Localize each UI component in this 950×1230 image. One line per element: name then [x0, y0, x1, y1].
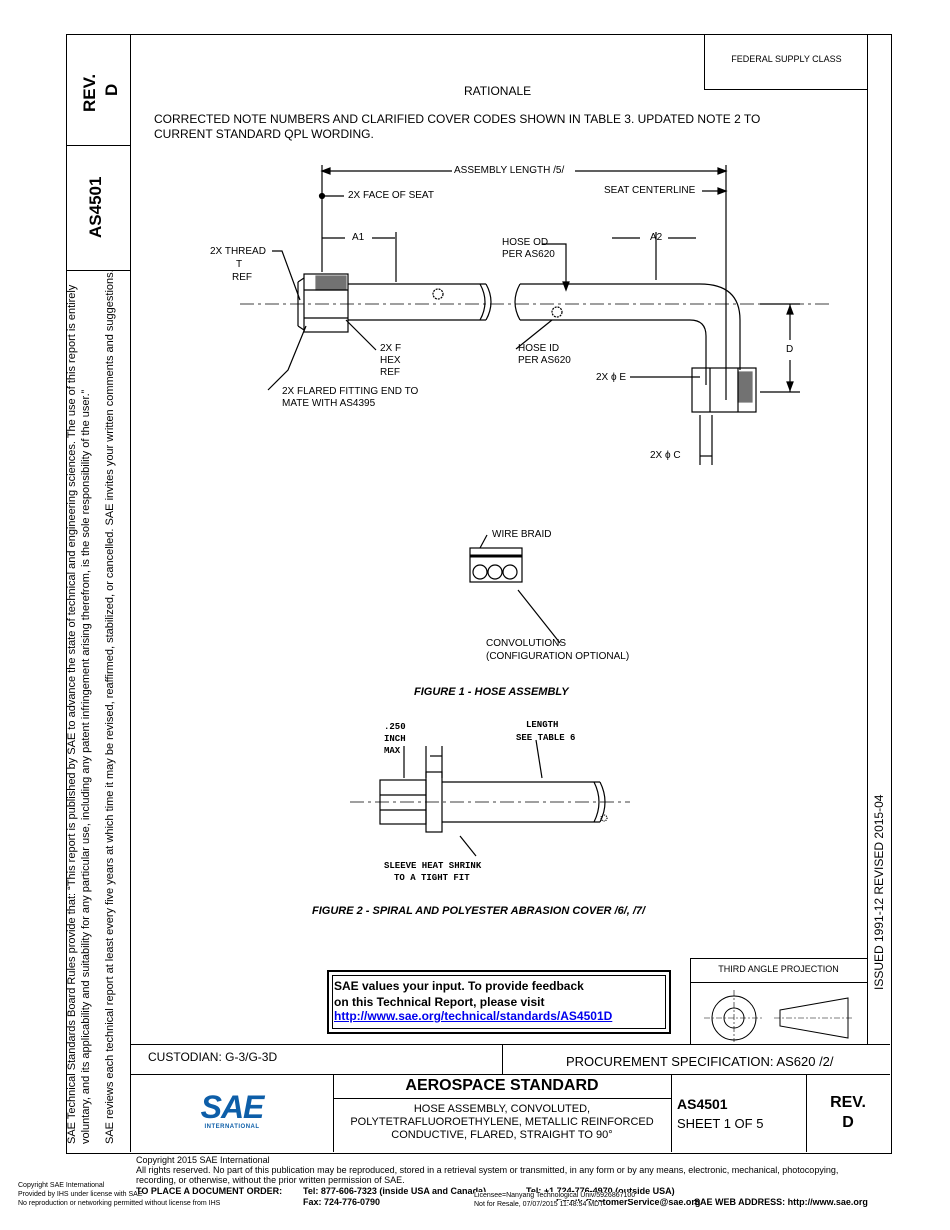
length-label-1: LENGTH — [526, 720, 559, 730]
projection-divider — [690, 982, 867, 983]
footer-tel-outside: Tel: +1 724-776-4970 (outside USA) — [526, 1186, 675, 1196]
dim-d-label: D — [786, 344, 794, 355]
figure2-caption: FIGURE 2 - SPIRAL AND POLYESTER ABRASION… — [312, 905, 646, 917]
flared-label-2: MATE WITH AS4395 — [282, 398, 376, 409]
feedback-box — [327, 970, 671, 1034]
footer-rights-line1: All rights reserved. No part of this pub… — [136, 1165, 839, 1175]
seat-centerline-label: SEAT CENTERLINE — [604, 185, 696, 196]
rules-text-line3: SAE reviews each technical report at lea… — [104, 269, 116, 1144]
sleeve-label-1: SLEEVE HEAT SHRINK — [384, 861, 482, 871]
title-divider — [671, 1074, 672, 1152]
hex-label-2: HEX — [380, 355, 401, 366]
issued-revised-vertical: ISSUED 1991-12 REVISED 2015-04 — [872, 794, 886, 990]
left-cell-divider-2 — [66, 270, 130, 271]
licensee-line2: Not for Resale, 07/07/2015 11:48:54 MDT — [474, 1201, 604, 1208]
hose-id-label-1: HOSE ID — [518, 343, 560, 354]
sheet-label: SHEET 1 OF 5 — [677, 1116, 764, 1131]
feedback-link[interactable]: http://www.sae.org/technical/standards/A… — [334, 1009, 613, 1023]
footer-email: Email: CustomerService@sae.org — [556, 1197, 701, 1207]
footer-copyright: Copyright 2015 SAE International — [136, 1155, 270, 1165]
title-line2: POLYTETRAFLUOROETHYLENE, METALLIC REINFO… — [350, 1116, 654, 1128]
left-cell-divider-1 — [66, 145, 130, 146]
hose-id-label-2: PER AS620 — [518, 355, 571, 366]
feedback-line1: SAE values your input. To provide feedba… — [334, 979, 584, 993]
wire-braid-label: WIRE BRAID — [492, 529, 552, 540]
footer-order-label: TO PLACE A DOCUMENT ORDER: — [136, 1186, 283, 1196]
figure2-drawing — [350, 739, 630, 857]
assembly-length-label: ASSEMBLY LENGTH /5/ — [454, 165, 565, 176]
custodian-procurement-divider — [502, 1044, 503, 1074]
footer-rights-line2: recording, or otherwise, without the pri… — [136, 1175, 405, 1185]
sae-logo: SAE INTERNATIONAL — [200, 1089, 265, 1130]
footer-tel: Tel: 877-606-7323 (inside USA and Canada… — [303, 1186, 487, 1196]
procurement-label: PROCUREMENT SPECIFICATION: AS620 /2/ — [566, 1054, 834, 1069]
hex-label-1: 2X F — [380, 343, 402, 354]
rules-text-line1: SAE Technical Standards Board Rules prov… — [66, 284, 78, 1144]
length-label-2: SEE TABLE 6 — [516, 733, 576, 743]
title-block-top-rule — [130, 1044, 890, 1045]
sleeve-label-2: TO A TIGHT FIT — [394, 873, 470, 883]
title-rev-value: D — [842, 1114, 854, 1131]
projection-box — [690, 958, 868, 1045]
left-column-divider — [130, 34, 131, 1152]
federal-supply-class-label: FEDERAL SUPPLY CLASS — [731, 54, 842, 64]
a2-label: A2 — [650, 232, 663, 243]
dia-e-label: 2X ϕ E — [596, 372, 627, 383]
rev-divider — [806, 1074, 807, 1152]
rev-value-vertical: D — [102, 83, 121, 96]
custodian-label: CUSTODIAN: G-3/G-3D — [148, 1050, 278, 1064]
page-frame — [66, 34, 892, 1154]
rationale-title: RATIONALE — [464, 84, 532, 98]
rev-label-vertical: REV. — [80, 73, 99, 112]
ihs-line3: No reproduction or networking permitted … — [18, 1200, 221, 1207]
licensee-line1: Licensee=Nanyang Technological Univ/5926… — [474, 1192, 636, 1199]
hex-label-3: REF — [380, 367, 400, 378]
dia-c-label: 2X ϕ C — [650, 450, 681, 461]
title-rev-label: REV. — [830, 1094, 866, 1111]
thread-label-1: 2X THREAD — [210, 246, 266, 257]
title-line3: CONDUCTIVE, FLARED, STRAIGHT TO 90° — [391, 1129, 613, 1141]
projection-symbol — [704, 990, 854, 1042]
a1-label: A1 — [352, 232, 365, 243]
federal-supply-class-box — [704, 34, 868, 90]
standard-type: AEROSPACE STANDARD — [405, 1077, 599, 1094]
feedback-line2: on this Technical Report, please visit — [334, 995, 545, 1009]
title-doc-number: AS4501 — [677, 1096, 728, 1112]
figure1-caption: FIGURE 1 - HOSE ASSEMBLY — [414, 686, 569, 698]
dim-250-label-1: .250 — [384, 722, 406, 732]
flared-label-1: 2X FLARED FITTING END TO — [282, 386, 419, 397]
dim-250-label-3: MAX — [384, 746, 401, 756]
thread-label-3: REF — [232, 272, 252, 283]
projection-label: THIRD ANGLE PROJECTION — [718, 964, 839, 974]
footer-web: SAE WEB ADDRESS: http://www.sae.org — [694, 1197, 868, 1207]
ihs-line1: Copyright SAE International — [18, 1182, 105, 1189]
thread-label-2: T — [236, 259, 243, 270]
ihs-line2: Provided by IHS under license with SAE — [18, 1191, 143, 1198]
title-block-mid-rule — [130, 1074, 890, 1075]
figure1-drawing — [240, 165, 830, 644]
rationale-text: CORRECTED NOTE NUMBERS AND CLARIFIED COV… — [154, 112, 761, 141]
right-column-divider — [867, 34, 868, 1044]
convolutions-label-1: CONVOLUTIONS — [486, 638, 567, 649]
hose-od-label-2: PER AS620 — [502, 249, 555, 260]
dim-250-label-2: INCH — [384, 734, 406, 744]
title-line1: HOSE ASSEMBLY, CONVOLUTED, — [413, 1103, 591, 1115]
logo-divider — [333, 1074, 334, 1152]
footer-fax: Fax: 724-776-0790 — [303, 1197, 381, 1207]
doc-number-vertical: AS4501 — [86, 176, 105, 238]
face-of-seat-label: 2X FACE OF SEAT — [348, 190, 434, 201]
convolutions-label-2: (CONFIGURATION OPTIONAL) — [486, 651, 630, 662]
hose-od-label-1: HOSE OD — [502, 237, 549, 248]
standard-type-underline — [333, 1098, 671, 1099]
rules-text-line2: voluntary, and its applicability and sui… — [80, 389, 92, 1144]
